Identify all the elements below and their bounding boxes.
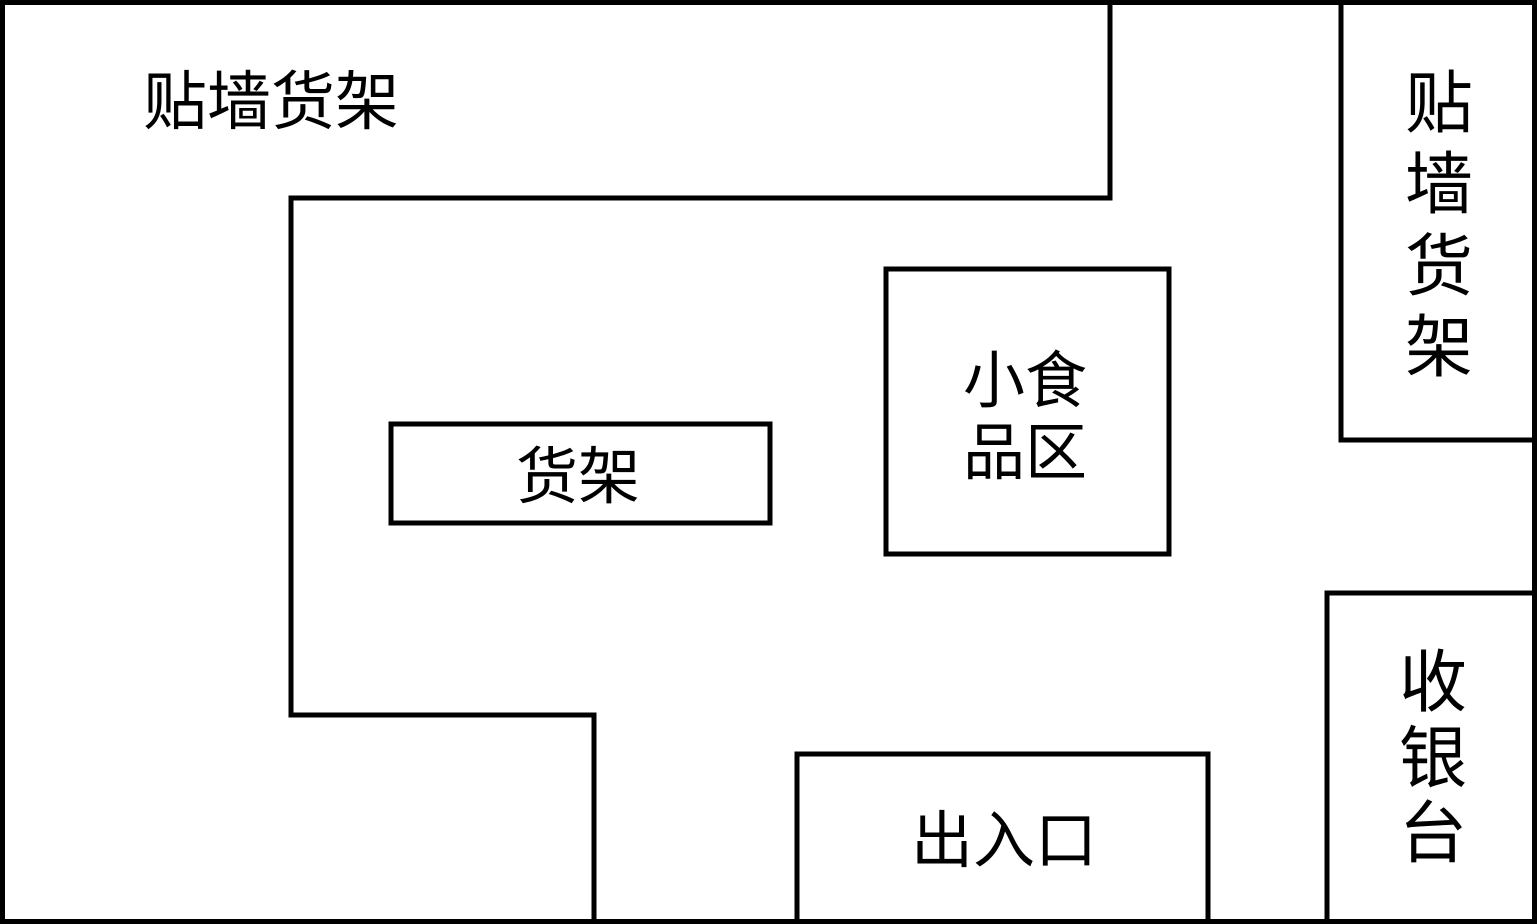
wall-shelf-right-char: 贴 — [1405, 65, 1473, 144]
cashier-label: 收 银 台 — [1399, 644, 1467, 874]
wall-shelf-right-label: 贴 墙 货 架 — [1405, 65, 1473, 388]
snack-area-line: 小食 — [963, 344, 1087, 417]
snack-area-outline — [883, 266, 1172, 557]
entrance-outline — [794, 751, 1211, 924]
wall-shelf-right-outline — [1338, 0, 1537, 443]
snack-area-label: 小食 品区 — [963, 344, 1087, 489]
cashier-char: 银 — [1399, 720, 1467, 799]
wall-shelf-right-char: 架 — [1405, 309, 1473, 388]
shelf-label: 货架 — [516, 440, 640, 513]
cashier-outline — [1324, 590, 1537, 924]
cashier-char: 收 — [1399, 644, 1467, 723]
shelf-outline — [388, 421, 773, 526]
entrance-label: 出入口 — [911, 804, 1097, 877]
wall-shelf-right-char: 货 — [1405, 228, 1473, 307]
wall-shelf-right-char: 墙 — [1405, 146, 1473, 225]
snack-area-line: 品区 — [963, 416, 1087, 489]
cashier-char: 台 — [1399, 795, 1467, 874]
wall-shelf-top-label: 贴墙货架 — [143, 66, 399, 140]
wall-shelf-top-outline — [288, 0, 1113, 924]
